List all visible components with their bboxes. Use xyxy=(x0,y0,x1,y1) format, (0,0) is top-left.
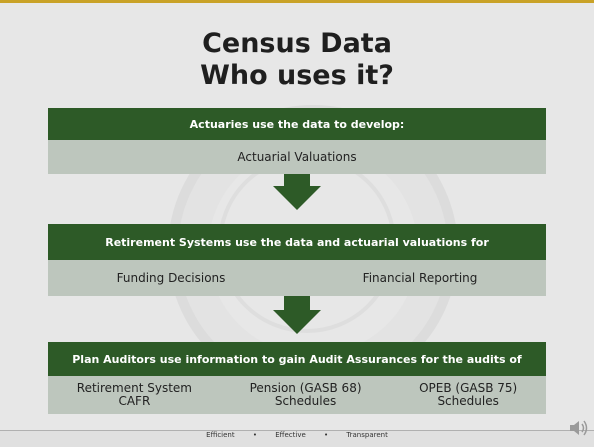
speaker-icon[interactable] xyxy=(568,418,590,438)
footer-word-efficient: Efficient xyxy=(206,431,235,439)
funding-decisions-label: Funding Decisions xyxy=(116,271,226,285)
retirement-header: Retirement Systems use the data and actu… xyxy=(48,224,546,260)
footer-word-effective: Effective xyxy=(275,431,306,439)
title-line-1: Census Data xyxy=(202,28,392,59)
actuaries-items: Actuarial Valuations xyxy=(48,140,546,174)
auditors-items: Retirement System CAFR Pension (GASB 68)… xyxy=(48,376,546,414)
retirement-system-cafr: Retirement System CAFR xyxy=(77,382,192,408)
cell-line: Schedules xyxy=(274,394,337,408)
actuarial-valuations-label: Actuarial Valuations xyxy=(237,150,357,164)
footer-bar xyxy=(0,430,594,447)
arrow-stem-1 xyxy=(284,174,310,186)
top-accent-bar xyxy=(0,0,594,3)
financial-reporting-label: Financial Reporting xyxy=(362,271,478,285)
cell-line: Pension (GASB 68) xyxy=(249,381,362,395)
footer-tagline: Efficient • Effective • Transparent xyxy=(0,431,594,439)
footer-separator: • xyxy=(324,431,329,439)
down-arrow-icon xyxy=(273,310,321,334)
cell-line: Schedules xyxy=(437,394,499,408)
footer-word-transparent: Transparent xyxy=(346,431,388,439)
title-line-2: Who uses it? xyxy=(200,60,394,91)
footer-separator: • xyxy=(252,431,257,439)
down-arrow-icon xyxy=(273,186,321,210)
slide-title: Census Data Who uses it? xyxy=(0,28,594,92)
opeb-gasb-75-schedules: OPEB (GASB 75) Schedules xyxy=(419,382,517,408)
retirement-items: Funding Decisions Financial Reporting xyxy=(48,260,546,296)
actuaries-header: Actuaries use the data to develop: xyxy=(48,108,546,140)
arrow-stem-2 xyxy=(284,296,310,310)
cell-line: Retirement System xyxy=(76,381,192,395)
cell-line: OPEB (GASB 75) xyxy=(419,381,518,395)
pension-gasb-68-schedules: Pension (GASB 68) Schedules xyxy=(250,382,362,408)
cell-line: CAFR xyxy=(118,394,151,408)
auditors-header: Plan Auditors use information to gain Au… xyxy=(48,342,546,376)
